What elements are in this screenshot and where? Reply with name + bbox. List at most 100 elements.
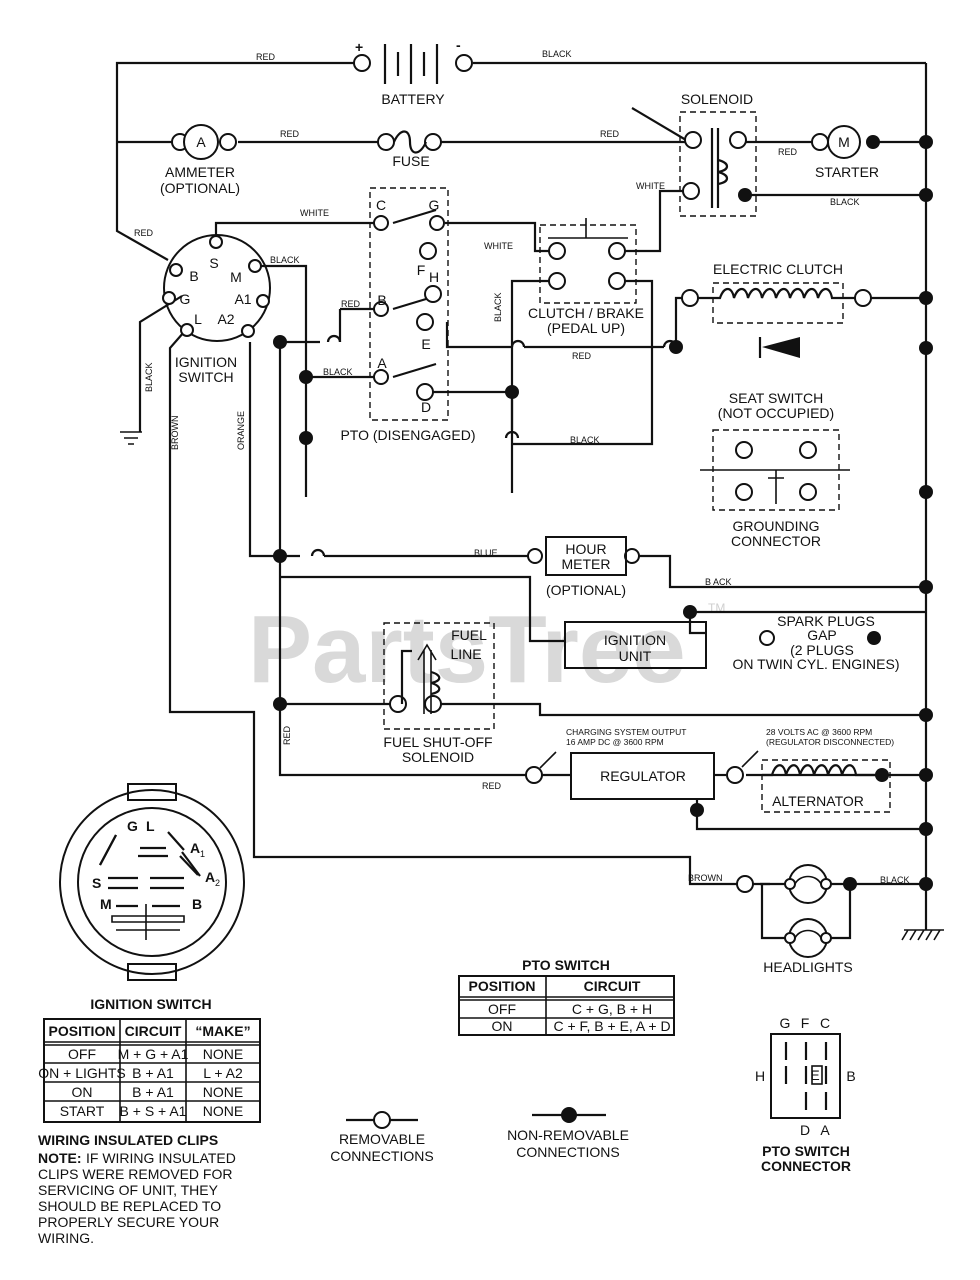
electric-clutch: ELECTRIC CLUTCH <box>681 261 872 358</box>
ign-term-g: G <box>180 291 191 307</box>
wiring-note-line2: CLIPS WERE REMOVED FOR <box>38 1166 232 1182</box>
pto-connector-title: PTO SWITCH <box>762 1143 850 1159</box>
ign-row-1-make: L + A2 <box>203 1065 243 1081</box>
clutch-brake-label: CLUTCH / BRAKE <box>528 305 644 321</box>
wire-label-red-bus: RED <box>282 725 292 745</box>
fuel-solenoid-label: FUEL SHUT-OFF <box>383 734 492 750</box>
wiring-note-line1: IF WIRING INSULATED <box>86 1150 236 1166</box>
ign-row-0-circuit: M + G + A1 <box>118 1046 189 1062</box>
ammeter: A AMMETER (OPTIONAL) <box>160 124 240 196</box>
pto-switch-connector: G F C H E B D A PTO SWITCH CONNECTOR <box>755 1015 856 1174</box>
ign-row-3-circuit: B + S + A1 <box>120 1103 187 1119</box>
wire-label-white-ignition: WHITE <box>300 208 329 218</box>
alternator-note: 28 VOLTS AC @ 3600 RPM <box>766 727 872 737</box>
electric-clutch-label: ELECTRIC CLUTCH <box>713 261 843 277</box>
fuel-line-label-2: LINE <box>450 646 481 662</box>
fuse: FUSE <box>377 130 442 169</box>
wire-label-black-ground: BLACK <box>144 362 154 392</box>
pto-conn-a: A <box>820 1122 830 1138</box>
spark-plugs-label: SPARK PLUGS <box>777 613 875 629</box>
legend-removable: REMOVABLE <box>339 1131 425 1147</box>
fuel-line-label: FUEL <box>451 627 487 643</box>
charging-note-2: 16 AMP DC @ 3600 RPM <box>566 737 664 747</box>
wire-label-red-ignition: RED <box>134 228 154 238</box>
ignition-unit-label-2: UNIT <box>619 648 652 664</box>
conn-a1: A <box>190 840 200 856</box>
spark-plugs-gap: GAP <box>807 627 837 643</box>
wiring-note-line4: SHOULD BE REPLACED TO <box>38 1198 221 1214</box>
alternator-label: ALTERNATOR <box>772 793 864 809</box>
spark-plugs-count: (2 PLUGS <box>790 642 854 658</box>
legend-nonremovable-2: CONNECTIONS <box>516 1144 619 1160</box>
wire-label-white-clutch: WHITE <box>484 241 513 251</box>
wiring-note: WIRING INSULATED CLIPS NOTE: IF WIRING I… <box>38 1132 236 1246</box>
pto-term-c: C <box>376 197 386 213</box>
wire-label-black-vertical: BLACK <box>493 292 503 322</box>
regulator-label: REGULATOR <box>600 768 686 784</box>
legend-nonremovable: NON-REMOVABLE <box>507 1127 629 1143</box>
pto-table-header-circuit: CIRCUIT <box>584 978 641 994</box>
ign-term-a1: A1 <box>234 291 251 307</box>
conn-a1-sub: 1 <box>200 849 205 859</box>
ignition-switch-label-2: SWITCH <box>178 369 233 385</box>
pto-row-0-circuit: C + G, B + H <box>572 1001 652 1017</box>
ign-row-2-circuit: B + A1 <box>132 1084 174 1100</box>
charging-note: CHARGING SYSTEM OUTPUT <box>566 727 686 737</box>
pto-table-title: PTO SWITCH <box>522 957 610 973</box>
wire-label-black-m: BLACK <box>270 255 300 265</box>
hour-meter-optional: (OPTIONAL) <box>546 582 626 598</box>
pto-conn-d: D <box>800 1122 810 1138</box>
wire-label-black-headlight: BLACK <box>880 875 910 885</box>
fuel-solenoid-label-2: SOLENOID <box>402 749 474 765</box>
pto-term-e: E <box>421 336 430 352</box>
fuel-shutoff-solenoid: FUEL LINE FUEL SHUT-OFF SOLENOID <box>383 622 495 765</box>
pto-label: PTO (DISENGAGED) <box>340 427 475 443</box>
battery: + - BATTERY <box>353 37 473 107</box>
pto-term-b: B <box>377 292 386 308</box>
ign-table-header-circuit: CIRCUIT <box>125 1023 182 1039</box>
regulator: REGULATOR CHARGING SYSTEM OUTPUT 16 AMP … <box>525 727 715 800</box>
ign-term-b: B <box>189 268 198 284</box>
pto-conn-g: G <box>780 1015 791 1031</box>
clutch-brake-label-2: (PEDAL UP) <box>547 320 625 336</box>
pto-term-h: H <box>429 269 439 285</box>
pto-term-d: D <box>421 399 431 415</box>
pto-switch-table: PTO SWITCH POSITION CIRCUIT OFF C + G, B… <box>458 957 675 1036</box>
ammeter-optional: (OPTIONAL) <box>160 180 240 196</box>
pto-conn-e: E <box>810 1067 819 1083</box>
wire-label-white-solenoid: WHITE <box>636 181 665 191</box>
conn-l: L <box>146 818 155 834</box>
wire-label-orange: ORANGE <box>236 411 246 450</box>
ignition-switch: S B M G A1 L A2 IGNITION SWITCH <box>162 234 271 385</box>
hour-meter: HOUR METER (OPTIONAL) <box>527 536 640 598</box>
wire-label-red-fuse: RED <box>600 129 620 139</box>
pto-term-f: F <box>417 262 426 278</box>
pto-conn-f: F <box>801 1015 810 1031</box>
ign-term-l: L <box>194 311 202 327</box>
clutch-brake-switch: CLUTCH / BRAKE (PEDAL UP) <box>528 218 644 336</box>
pto-conn-h: H <box>755 1068 765 1084</box>
spark-plugs: SPARK PLUGS GAP (2 PLUGS ON TWIN CYL. EN… <box>733 613 900 672</box>
ignition-switch-table: IGNITION SWITCH POSITION CIRCUIT “MAKE” … <box>38 996 261 1123</box>
battery-label: BATTERY <box>381 91 445 107</box>
ign-term-a2: A2 <box>217 311 234 327</box>
pto-term-a: A <box>377 355 387 371</box>
pto-row-0-position: OFF <box>488 1001 516 1017</box>
ign-row-1-position: ON + LIGHTS <box>38 1065 126 1081</box>
ignition-connector-pictorial: G L A 1 A 2 S M B <box>59 783 245 981</box>
conn-s: S <box>92 875 101 891</box>
wire-label-red-starter: RED <box>778 147 798 157</box>
ammeter-symbol: A <box>196 134 206 150</box>
wire-labels: RED BLACK RED RED RED WHITE BLACK RED WH… <box>134 49 910 885</box>
wiring-note-title: WIRING INSULATED CLIPS <box>38 1132 218 1148</box>
pto-conn-b: B <box>846 1068 855 1084</box>
pto-term-g: G <box>429 197 440 213</box>
starter: M STARTER <box>811 125 879 180</box>
seat-switch-label: SEAT SWITCH <box>729 390 823 406</box>
wire-label-black-clutch-brake: BLACK <box>570 435 600 445</box>
wire-label-brown-headlight: BROWN <box>688 873 723 883</box>
wiring-note-line3: SERVICING OF UNIT, THEY <box>38 1182 219 1198</box>
conn-g: G <box>127 818 138 834</box>
seat-switch: SEAT SWITCH (NOT OCCUPIED) GROUNDING CON… <box>700 390 850 549</box>
wire-label-black-hour-meter: B ACK <box>705 577 732 587</box>
